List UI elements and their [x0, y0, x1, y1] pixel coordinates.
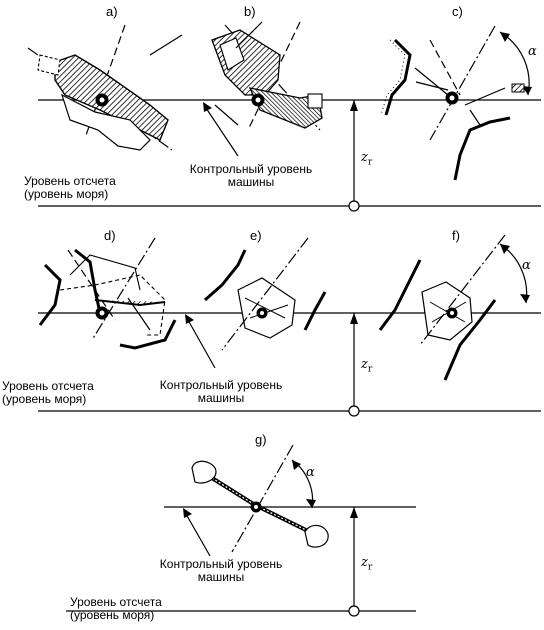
machine-level-line2: машины: [197, 570, 245, 584]
panel-e-drawing: [204, 237, 327, 351]
panel-label-b: b): [244, 4, 256, 19]
zr-symbol: z: [361, 555, 368, 570]
zr-arrow-head-row2: [350, 313, 358, 324]
reference-level-line2: (уровень моря): [2, 392, 87, 406]
alpha-label-g: α: [306, 465, 315, 480]
zr-label-row1: zr: [361, 150, 372, 168]
reference-point-row3: [348, 605, 360, 617]
reference-level-label-row1: Уровень отсчета (уровень моря): [24, 175, 116, 201]
machine-level-label-row2: Контрольный уровень машины: [146, 379, 296, 405]
reference-level-label-row2: Уровень отсчета (уровень моря): [2, 380, 94, 406]
zr-symbol: z: [361, 150, 368, 165]
panel-f-drawing: [378, 234, 530, 381]
zr-arrow-head-row1: [350, 100, 358, 111]
panel-label-a: a): [106, 4, 118, 19]
machine-level-label-row3: Контрольный уровень машины: [146, 558, 296, 584]
alpha-label-c: α: [528, 44, 537, 59]
panel-d-drawing: [38, 237, 177, 350]
panel-label-d: d): [104, 228, 116, 243]
panel-label-f: f): [452, 228, 460, 243]
pointer-arrows: [183, 102, 239, 557]
reference-level-line1: Уровень отсчета: [70, 595, 162, 609]
panel-b-drawing: [211, 21, 323, 131]
reference-point-row1: [348, 200, 360, 212]
panel-c-drawing: [380, 25, 532, 181]
reference-level-line2: (уровень моря): [24, 187, 109, 201]
zr-symbol: z: [361, 357, 368, 372]
reference-level-line2: (уровень моря): [70, 608, 155, 622]
machine-level-label-row1: Контрольный уровень машины: [176, 163, 326, 189]
machine-level-line2: машины: [227, 175, 275, 189]
zr-subscript: r: [367, 157, 373, 168]
machine-level-line1: Контрольный уровень: [159, 378, 283, 392]
reference-level-line1: Уровень отсчета: [24, 174, 116, 188]
zr-label-row3: zr: [361, 555, 372, 573]
panel-g-drawing: [191, 444, 329, 553]
panel-label-g: g): [255, 432, 267, 447]
reference-level-label-row3: Уровень отсчета (уровень моря): [70, 596, 162, 622]
zr-subscript: r: [367, 364, 373, 375]
machine-level-line2: машины: [197, 391, 245, 405]
zr-label-row2: zr: [361, 357, 372, 375]
alpha-label-f: α: [522, 258, 531, 273]
reference-point-row2: [348, 405, 360, 417]
machine-level-line1: Контрольный уровень: [189, 162, 313, 176]
panel-a-drawing: [27, 24, 183, 151]
reference-level-line1: Уровень отсчета: [2, 379, 94, 393]
row-3-lines: [66, 506, 416, 617]
zr-subscript: r: [367, 562, 373, 573]
panel-label-e: e): [250, 228, 262, 243]
zr-arrow-head-row3: [350, 507, 358, 518]
machine-level-line1: Контрольный уровень: [159, 557, 283, 571]
panel-label-c: c): [452, 4, 463, 19]
